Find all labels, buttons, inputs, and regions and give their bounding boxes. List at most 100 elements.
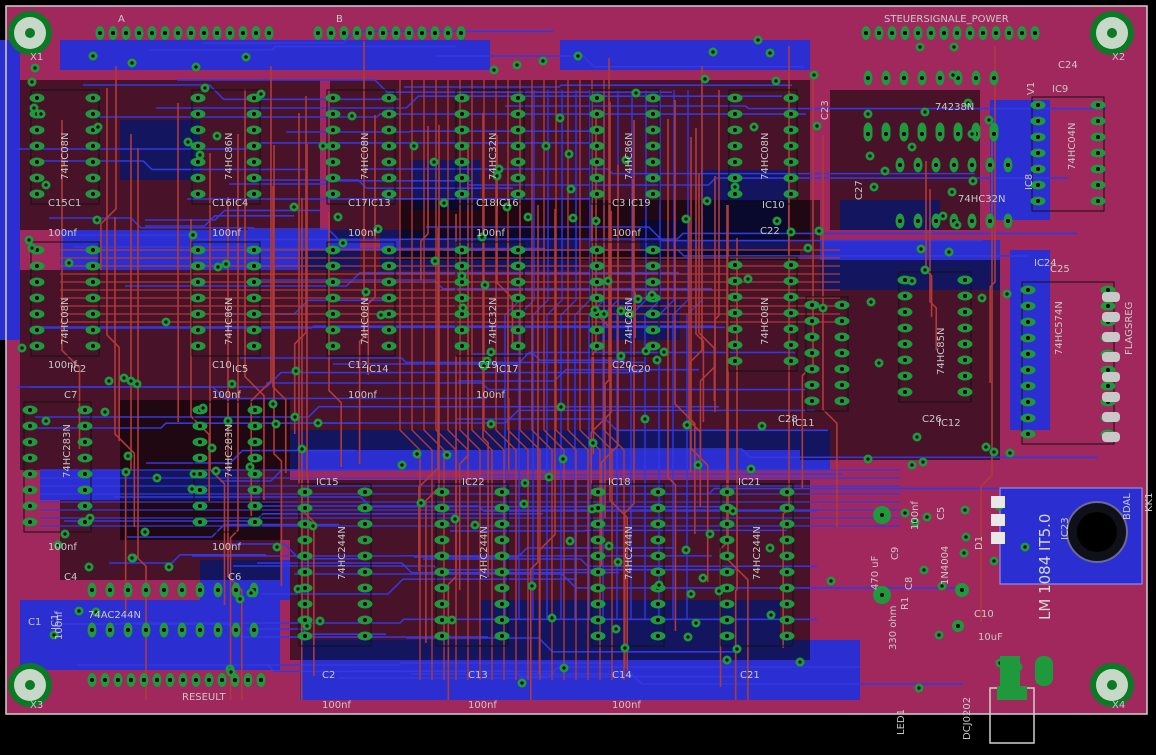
pad-hole bbox=[303, 538, 307, 542]
pad-hole bbox=[363, 602, 367, 606]
pad-hole bbox=[929, 31, 933, 35]
pad-hole bbox=[35, 176, 39, 180]
pad-hole bbox=[202, 31, 206, 35]
pad-hole bbox=[253, 520, 257, 524]
pad-hole bbox=[916, 163, 920, 167]
pad-hole bbox=[1106, 368, 1110, 372]
pad-hole bbox=[126, 588, 130, 592]
via-hole bbox=[67, 261, 71, 265]
rd-c14: C14 bbox=[612, 670, 632, 681]
pad-hole bbox=[733, 128, 737, 132]
pad-hole bbox=[387, 192, 391, 196]
via-hole bbox=[130, 556, 134, 560]
pad-hole bbox=[363, 490, 367, 494]
pad-hole bbox=[331, 112, 335, 116]
pad-hole bbox=[651, 176, 655, 180]
pad-hole bbox=[651, 192, 655, 196]
pad-hole bbox=[903, 390, 907, 394]
via-hole bbox=[39, 112, 43, 116]
pad-hole bbox=[83, 472, 87, 476]
pad-hole bbox=[1096, 167, 1100, 171]
pad-hole bbox=[596, 490, 600, 494]
flag-led-pad bbox=[1102, 372, 1120, 382]
pad-hole bbox=[733, 295, 737, 299]
via-hole bbox=[505, 205, 509, 209]
pad-hole bbox=[516, 312, 520, 316]
bottom-trace bbox=[458, 368, 699, 382]
bottom-trace bbox=[73, 246, 545, 250]
via-hole bbox=[910, 463, 914, 467]
pad-hole bbox=[890, 31, 894, 35]
pad-hole bbox=[83, 440, 87, 444]
rd-ic4: IC4 bbox=[232, 198, 248, 209]
pad-hole bbox=[903, 310, 907, 314]
pad-hole bbox=[207, 678, 211, 682]
pad-hole bbox=[1026, 336, 1030, 340]
board-outline bbox=[5, 5, 1148, 715]
via-hole bbox=[485, 359, 489, 363]
pad-hole bbox=[596, 554, 600, 558]
pad-hole bbox=[91, 160, 95, 164]
mounting-hole-center bbox=[25, 680, 35, 690]
pad-hole bbox=[168, 678, 172, 682]
via-hole bbox=[1005, 292, 1009, 296]
top-trace bbox=[114, 217, 136, 527]
pad-hole bbox=[596, 506, 600, 510]
via-hole bbox=[922, 568, 926, 572]
bottom-trace bbox=[177, 79, 672, 93]
pad-hole bbox=[725, 506, 729, 510]
pad-hole bbox=[91, 344, 95, 348]
pad-hole bbox=[656, 602, 660, 606]
via-hole bbox=[522, 502, 526, 506]
top-trace bbox=[727, 205, 749, 700]
dc-jack-pad bbox=[1000, 656, 1020, 686]
v-100nf-1: 100nf bbox=[48, 228, 77, 239]
pad-hole bbox=[596, 602, 600, 606]
pad-hole bbox=[252, 112, 256, 116]
pad-hole bbox=[460, 144, 464, 148]
pad-hole bbox=[267, 31, 271, 35]
pad-hole bbox=[91, 96, 95, 100]
rd-c15: C15 bbox=[48, 198, 68, 209]
pad-hole bbox=[596, 538, 600, 542]
mounting-hole-center bbox=[1107, 680, 1117, 690]
pad-hole bbox=[651, 264, 655, 268]
pad-hole bbox=[785, 522, 789, 526]
via-hole bbox=[94, 610, 98, 614]
via-hole bbox=[644, 349, 648, 353]
via-hole bbox=[614, 627, 618, 631]
hdr-b: B bbox=[336, 14, 343, 25]
pad-hole bbox=[725, 602, 729, 606]
rd-ic15: IC15 bbox=[316, 477, 339, 488]
via-hole bbox=[432, 160, 436, 164]
via-hole bbox=[686, 635, 690, 639]
ic-283-b-outline bbox=[193, 401, 262, 533]
pad-hole bbox=[916, 31, 920, 35]
via-hole bbox=[56, 543, 60, 547]
bottom-trace bbox=[286, 130, 595, 133]
data-bus-trace bbox=[543, 80, 565, 680]
via-hole bbox=[567, 152, 571, 156]
via-hole bbox=[480, 235, 484, 239]
v-470uf: 470 uF bbox=[870, 555, 881, 590]
data-bus-trace bbox=[435, 80, 457, 680]
pad-hole bbox=[733, 327, 737, 331]
flag-led-pad bbox=[1102, 292, 1120, 302]
via-hole bbox=[643, 417, 647, 421]
via-hole bbox=[214, 469, 218, 473]
bottom-trace bbox=[149, 45, 456, 51]
via-hole bbox=[903, 511, 907, 515]
top-trace bbox=[929, 189, 938, 350]
via-hole bbox=[186, 140, 190, 144]
pad-hole bbox=[656, 570, 660, 574]
via-hole bbox=[869, 300, 873, 304]
pad-hole bbox=[387, 112, 391, 116]
v-100nf-15: 100nf bbox=[910, 501, 921, 530]
rd-ic8: IC8 bbox=[1024, 174, 1035, 190]
via-hole bbox=[815, 124, 819, 128]
via-hole bbox=[752, 125, 756, 129]
pad-hole bbox=[733, 112, 737, 116]
pad-hole bbox=[992, 132, 996, 136]
pad-hole bbox=[903, 278, 907, 282]
